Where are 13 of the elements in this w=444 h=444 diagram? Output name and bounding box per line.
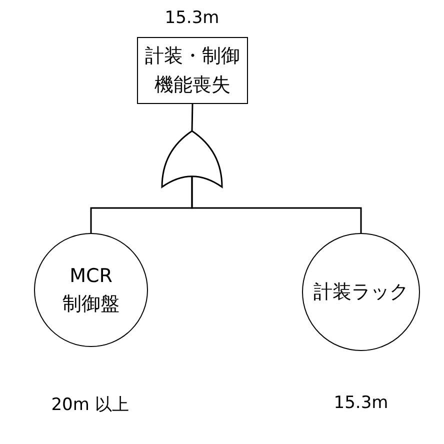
event-label: MCR [70, 264, 112, 288]
height-label: 15.3m [334, 393, 388, 413]
connector-line [191, 176, 362, 233]
connector-line [191, 104, 194, 132]
height-label: 20m 以上 [51, 394, 129, 416]
basic-event-circle [302, 233, 420, 351]
height-label: 15.3m [164, 8, 220, 28]
or-gate [162, 131, 222, 187]
event-label: 計装・制御機能喪失 [144, 44, 241, 98]
event-box [137, 37, 248, 104]
event-label: 計装ラック [314, 280, 408, 305]
basic-event-circle [34, 233, 148, 347]
event-label: 制御盤 [62, 292, 120, 317]
